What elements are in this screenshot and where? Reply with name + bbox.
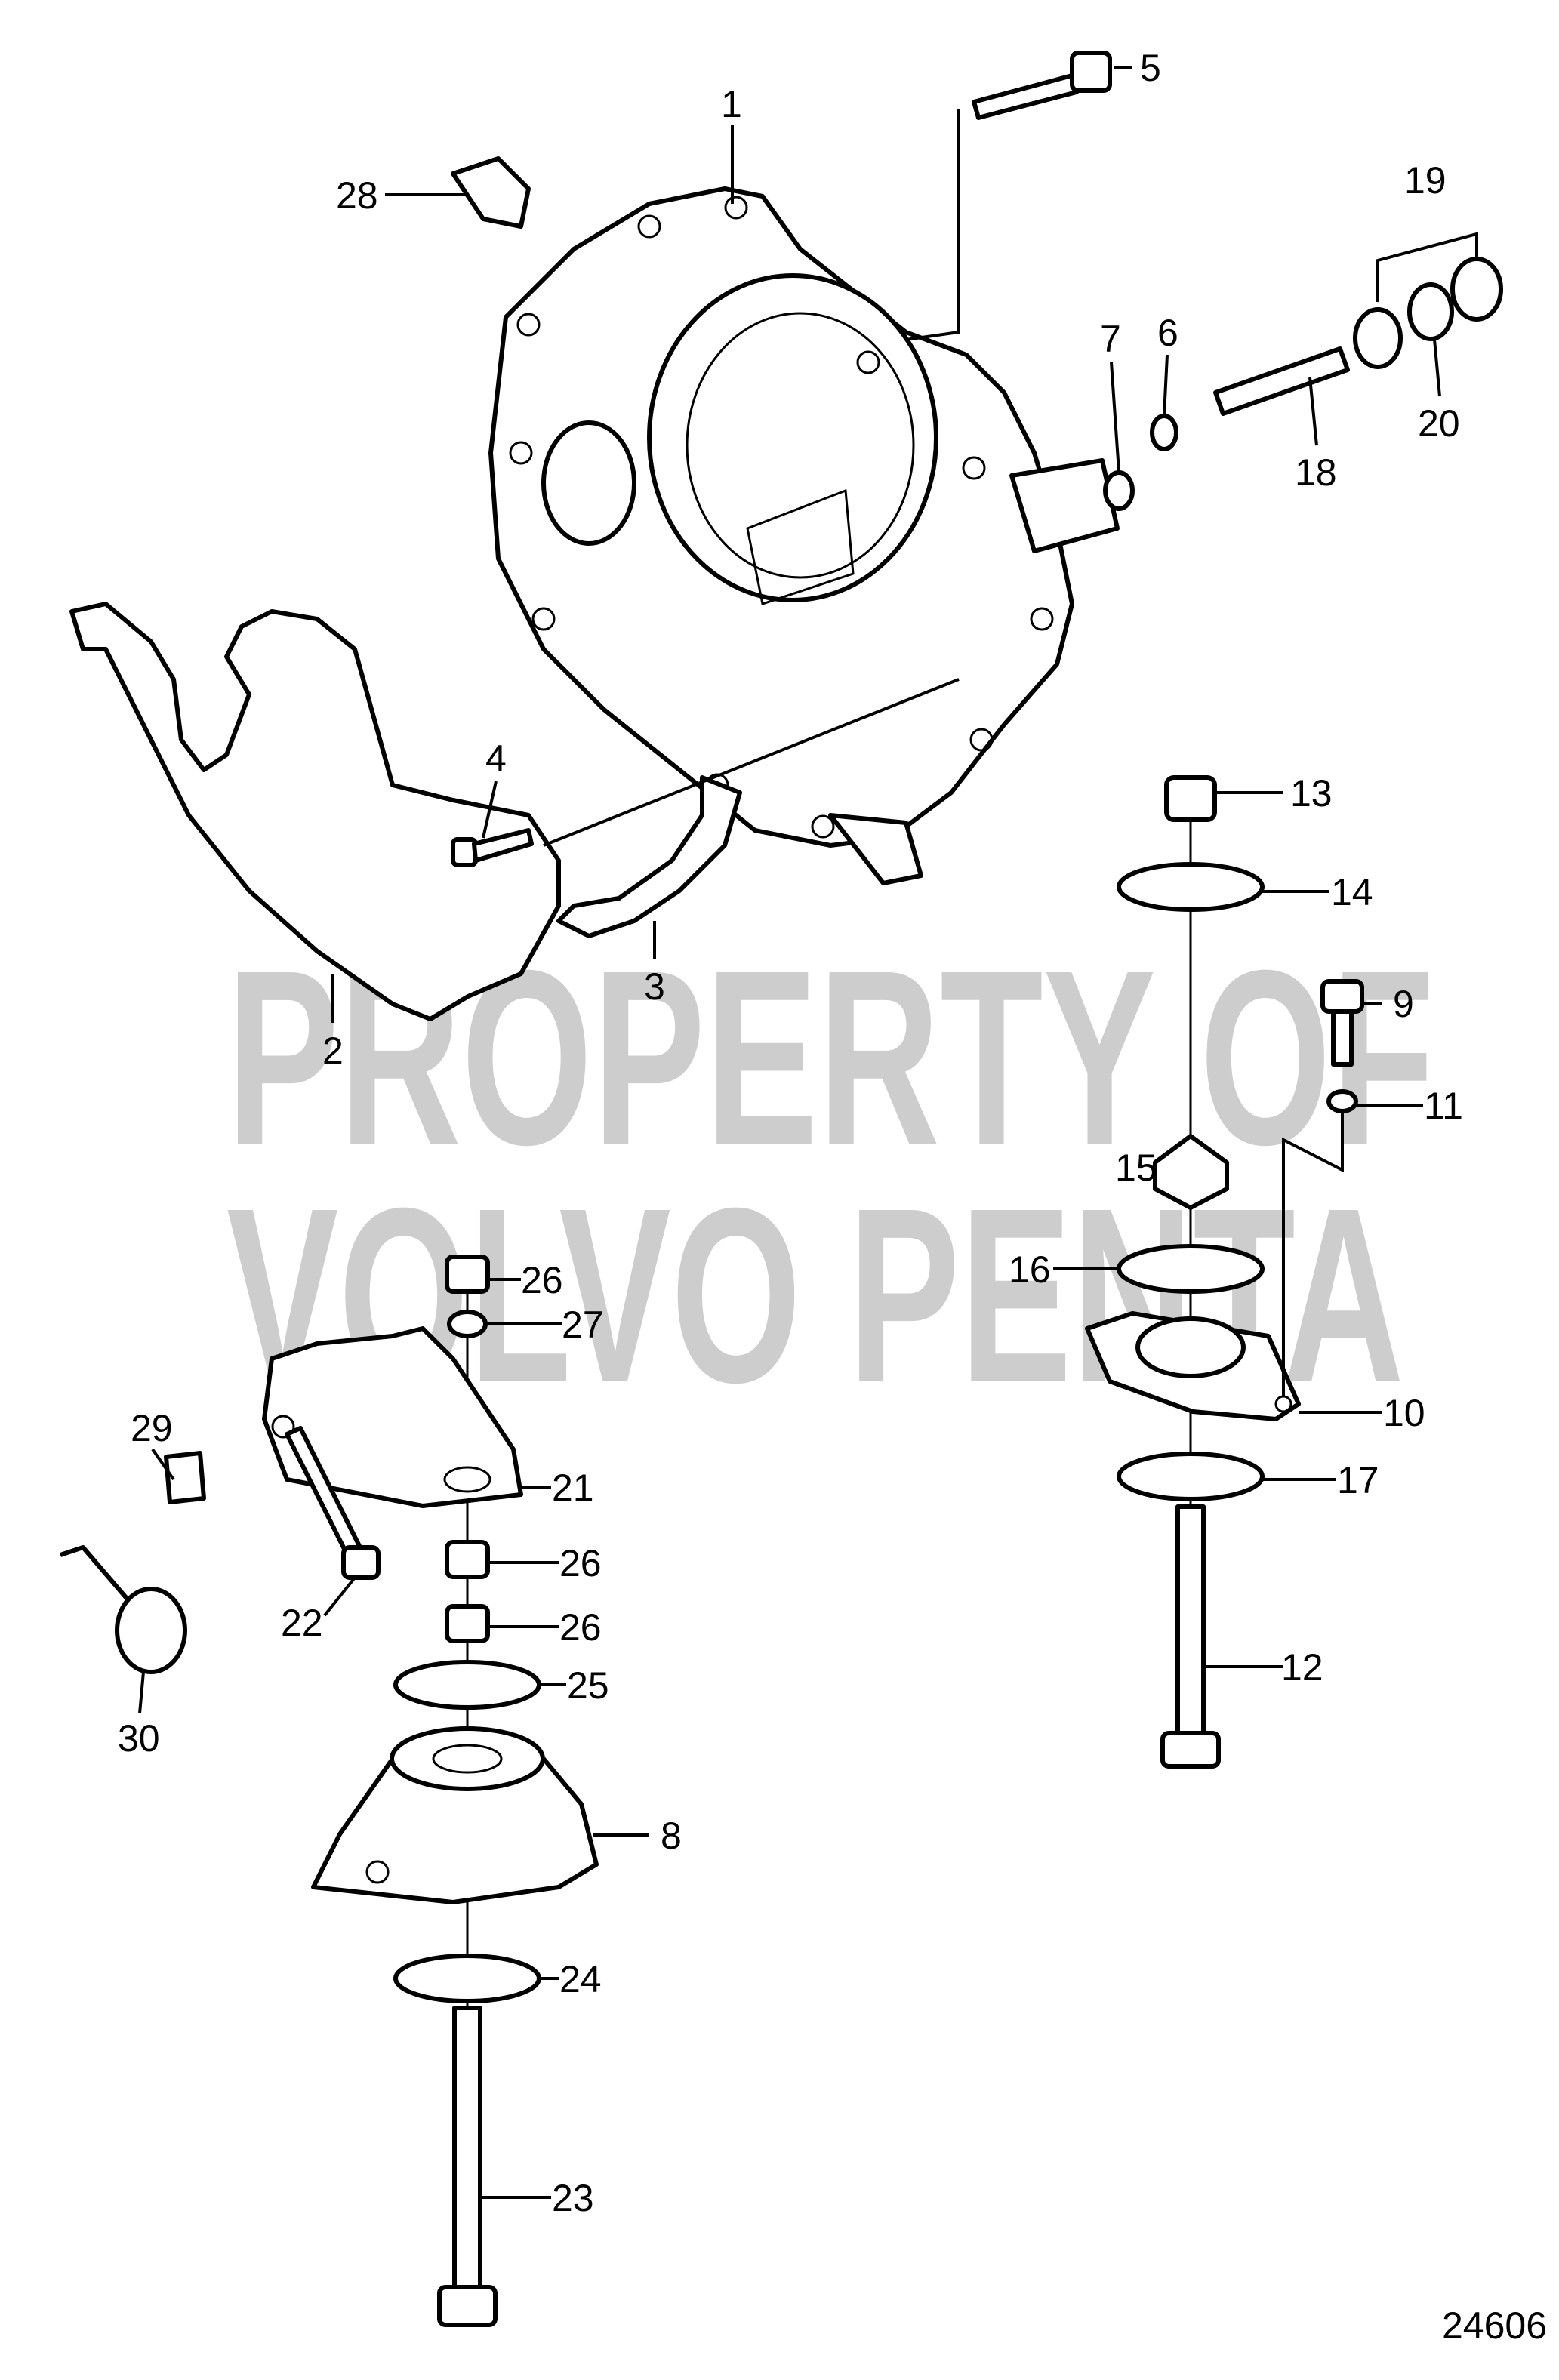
- callout-15: 15: [1115, 1147, 1157, 1189]
- washer-27: [447, 1310, 488, 1338]
- washer-7: [1103, 470, 1135, 511]
- callout-27: 27: [562, 1304, 604, 1346]
- leader-lines: [138, 66, 1478, 2199]
- callout-16: 16: [1009, 1248, 1051, 1291]
- callout-13: 13: [1290, 772, 1333, 814]
- bolt-5: [972, 51, 1112, 120]
- callout-3: 3: [644, 965, 665, 1008]
- callout-25: 25: [567, 1664, 609, 1707]
- callout-30: 30: [118, 1717, 160, 1760]
- housing-gasket: [556, 775, 742, 938]
- washer-25: [393, 1660, 541, 1710]
- callout-5: 5: [1140, 47, 1161, 89]
- callout-19: 19: [1404, 159, 1447, 202]
- callout-11: 11: [1424, 1085, 1463, 1127]
- bolt-9: [1320, 979, 1364, 1067]
- washer-14: [1117, 862, 1265, 912]
- washer-11: [1326, 1089, 1358, 1113]
- clip-28: [451, 156, 531, 229]
- callout-4: 4: [485, 737, 507, 780]
- leader-10-11: [1282, 1113, 1344, 1396]
- watermark: PROPERTY OF VOLVO PENTA: [226, 918, 1434, 1434]
- nut-26-low: [445, 1604, 490, 1643]
- clamp-30: [60, 1545, 187, 1674]
- engine-mount-8: [311, 1726, 599, 1904]
- washer-24: [393, 1954, 541, 2003]
- callout-12: 12: [1281, 1646, 1323, 1689]
- nut-19: [1353, 307, 1403, 369]
- callout-24: 24: [559, 1958, 602, 2000]
- callout-18: 18: [1295, 451, 1337, 494]
- bolt-4: [451, 828, 534, 867]
- nut-26-mid: [445, 1540, 490, 1579]
- callout-8: 8: [661, 1815, 682, 1857]
- washer-6: [1150, 414, 1178, 451]
- bolt-23: [437, 2006, 498, 2327]
- callout-28: 28: [336, 174, 378, 217]
- stud-18: [1213, 346, 1350, 416]
- callout-21: 21: [552, 1467, 594, 1509]
- figure-number: 24606: [1442, 2305, 1547, 2347]
- callout-23: 23: [552, 2177, 594, 2219]
- callout-26-low: 26: [559, 1606, 602, 1649]
- callout-9: 9: [1393, 983, 1414, 1025]
- lock-washer-20: [1407, 282, 1454, 341]
- callout-20: 20: [1418, 402, 1460, 445]
- bracket-21: [262, 1326, 523, 1508]
- washer-16: [1117, 1244, 1265, 1294]
- rubber-mount-10: [1085, 1311, 1301, 1421]
- callout-7: 7: [1100, 318, 1121, 360]
- callout-10: 10: [1383, 1392, 1425, 1434]
- square-plate-15: [1153, 1134, 1229, 1210]
- callout-17: 17: [1337, 1459, 1379, 1501]
- flywheel-housing: [488, 186, 1120, 885]
- nut-26-top: [445, 1255, 490, 1294]
- callout-1: 1: [721, 83, 742, 125]
- washer-17: [1117, 1452, 1265, 1501]
- callout-labels: 1 5 28 19 7 6 20 18 4 13 14 3 2 9 11 15 …: [118, 47, 1547, 2347]
- callout-22: 22: [281, 1602, 323, 1644]
- callout-6: 6: [1157, 312, 1178, 354]
- callout-26-mid: 26: [559, 1542, 602, 1584]
- clip-29: [164, 1451, 206, 1504]
- callout-29: 29: [131, 1407, 173, 1449]
- callout-14: 14: [1331, 871, 1373, 913]
- bolt-12: [1160, 1504, 1221, 1769]
- nut-13: [1164, 775, 1217, 822]
- nut-19b: [1450, 257, 1503, 322]
- callout-26-top: 26: [521, 1259, 563, 1301]
- callout-2: 2: [322, 1030, 344, 1072]
- bolt-22: [285, 1426, 381, 1580]
